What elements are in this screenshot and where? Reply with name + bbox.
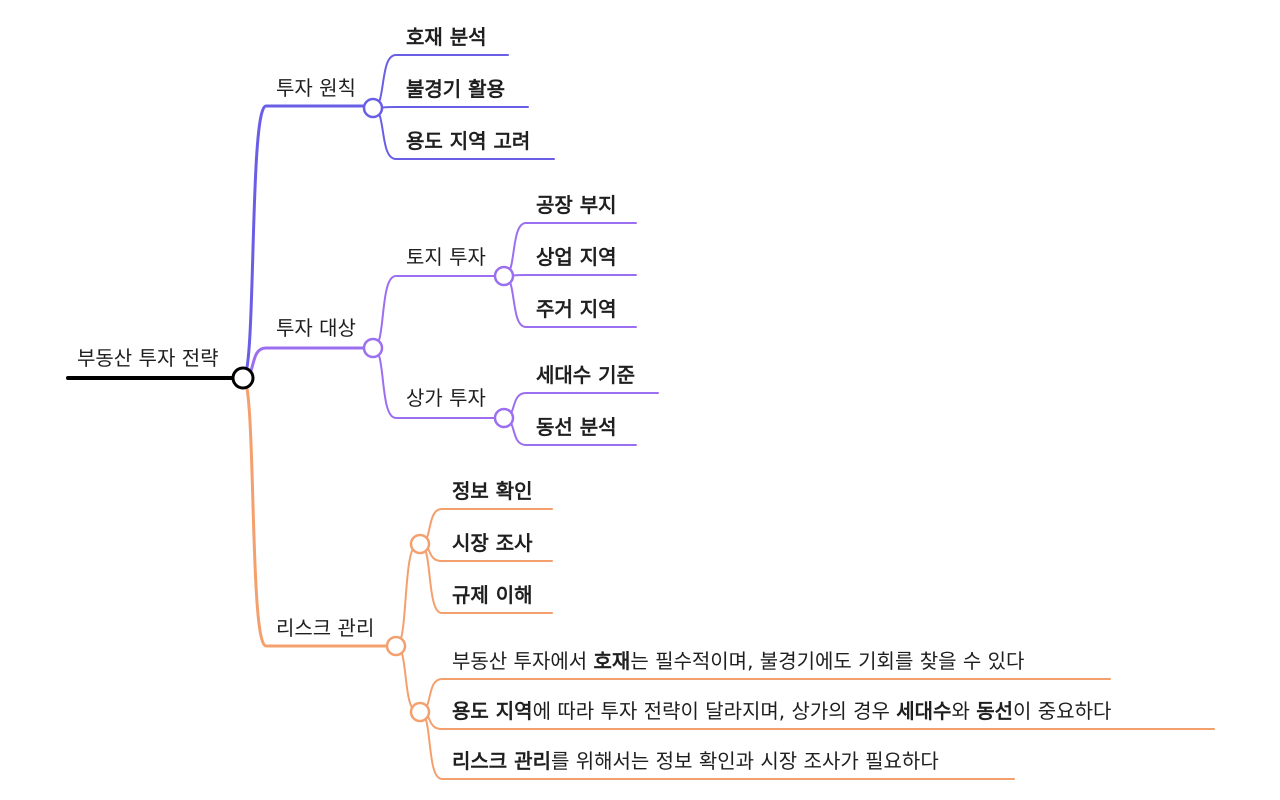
branch-node-circle[interactable] xyxy=(362,97,384,119)
branch-label-investment-targets[interactable]: 투자 대상 xyxy=(276,316,356,340)
note-text: 부동산 투자에서 xyxy=(452,649,594,673)
subbranch-node-circle[interactable] xyxy=(493,407,515,429)
note-highlight: 호재 xyxy=(593,649,631,673)
connector-line xyxy=(241,346,378,380)
leaf-label-info-check[interactable]: 정보 확인 xyxy=(452,479,533,503)
connector-line xyxy=(503,274,637,277)
branch-label-risk-management[interactable]: 리스크 관리 xyxy=(276,616,375,640)
note-highlight: 리스크 관리 xyxy=(452,749,551,773)
notes-node-circle[interactable] xyxy=(409,701,431,723)
note-text: 에 따라 투자 전략이 달라지며, 상가의 경우 xyxy=(532,699,897,723)
node-circles xyxy=(231,97,515,723)
subbranch-node-circle[interactable] xyxy=(493,265,515,287)
branch-node-circle[interactable] xyxy=(385,635,407,657)
note-text: 는 필수적이며, 불경기에도 기회를 찾을 수 있다 xyxy=(630,649,1025,673)
note-line[interactable]: 리스크 관리를 위해서는 정보 확인과 시장 조사가 필요하다 xyxy=(452,749,939,773)
note-highlight: 동선 xyxy=(976,699,1014,723)
root-label[interactable]: 부동산 투자 전략 xyxy=(77,346,219,370)
connector-line xyxy=(395,543,421,647)
note-line[interactable]: 용도 지역에 따라 투자 전략이 달라지며, 상가의 경우 세대수와 동선이 중… xyxy=(452,699,1111,723)
leaf-label-traffic-flow[interactable]: 동선 분석 xyxy=(536,415,617,439)
root-node-circle[interactable] xyxy=(231,366,255,390)
leaf-label-factory-site[interactable]: 공장 부지 xyxy=(536,193,617,217)
leaf-label-commercial-zone[interactable]: 상업 지역 xyxy=(536,245,617,269)
note-line[interactable]: 부동산 투자에서 호재는 필수적이며, 불경기에도 기회를 찾을 수 있다 xyxy=(452,649,1024,673)
note-highlight: 세대수 xyxy=(896,699,952,723)
leaf-label-household-count[interactable]: 세대수 기준 xyxy=(536,363,635,387)
leaf-label-good-news-analysis[interactable]: 호재 분석 xyxy=(406,25,487,49)
note-text: 와 xyxy=(951,699,977,723)
group-node-circle[interactable] xyxy=(409,533,431,555)
leaf-label-market-research[interactable]: 시장 조사 xyxy=(452,531,533,555)
connector-line xyxy=(241,104,378,380)
leaf-label-zoning-consideration[interactable]: 용도 지역 고려 xyxy=(406,129,531,153)
note-text: 이 중요하다 xyxy=(1013,699,1112,723)
leaf-label-recession-use[interactable]: 불경기 활용 xyxy=(406,77,505,101)
connector-line xyxy=(395,645,421,713)
branch-label-investment-principles[interactable]: 투자 원칙 xyxy=(276,76,356,100)
leaf-label-residential-zone[interactable]: 주거 지역 xyxy=(536,297,617,321)
note-highlight: 용도 지역 xyxy=(452,699,533,723)
subbranch-label-land-investment[interactable]: 토지 투자 xyxy=(406,245,486,269)
leaf-label-regulation-understanding[interactable]: 규제 이해 xyxy=(452,583,533,607)
connector-line xyxy=(372,106,529,109)
subbranch-label-retail-investment[interactable]: 상가 투자 xyxy=(406,386,486,410)
connector-line xyxy=(372,275,505,349)
branch-node-circle[interactable] xyxy=(362,337,384,359)
connector-line xyxy=(241,376,398,648)
note-text: 를 위해서는 정보 확인과 시장 조사가 필요하다 xyxy=(550,749,939,773)
